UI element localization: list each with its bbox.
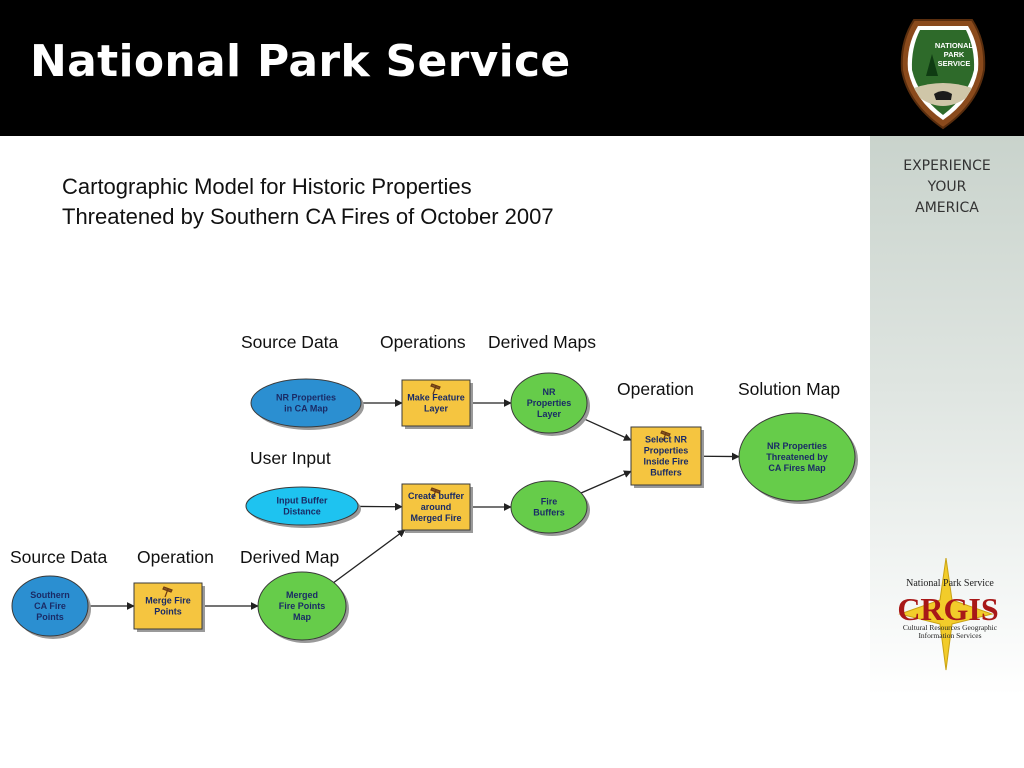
tagline-line-1: EXPERIENCE: [903, 158, 991, 174]
node-label-line: CA Fires Map: [768, 463, 826, 473]
label-operation-right: Operation: [617, 379, 694, 399]
node-label-line: NR: [543, 387, 556, 397]
label-derived-map-bottom: Derived Map: [240, 547, 340, 567]
node-shape-source: [11, 575, 89, 637]
node-shape-derived: [738, 412, 856, 502]
title-line-2: Threatened by Southern CA Fires of Octob…: [62, 204, 554, 229]
label-operations-top: Operations: [380, 332, 466, 352]
node-label-line: Inside Fire: [643, 457, 688, 467]
tool-hammer-icon: [430, 383, 441, 395]
crgis-logo-sub-1: Cultural Resources Geographic: [903, 623, 998, 632]
tool-hammer-icon: [430, 487, 441, 499]
node-shape-derived: [510, 372, 588, 434]
slide-title: Cartographic Model for Historic Properti…: [62, 172, 554, 232]
node-shape-source: [250, 378, 362, 428]
node-label-line: Points: [154, 607, 182, 617]
node-label-line: NR Properties: [276, 393, 336, 403]
crgis-logo: National Park Service CRGIS Cultural Res…: [897, 558, 999, 671]
node-label-line: Merged Fire: [410, 513, 461, 523]
crgis-logo-name: CRGIS: [897, 591, 998, 627]
brand-title: National Park Service: [30, 36, 571, 87]
node-label-line: Properties: [644, 446, 689, 456]
title-line-1: Cartographic Model for Historic Properti…: [62, 174, 472, 199]
edge-nr-properties-layer-to-select-nr-properties: [581, 417, 632, 441]
label-source-data-bottom: Source Data: [10, 547, 108, 567]
node-label-line: Southern: [30, 590, 70, 600]
crgis-logo-sub-2: Information Services: [918, 631, 981, 640]
node-label-line: NR Properties: [767, 441, 827, 451]
nps-arrowhead-logo: NATIONAL PARK SERVICE: [900, 19, 986, 130]
tagline-line-3: AMERICA: [915, 200, 979, 216]
node-label-line: around: [421, 502, 452, 512]
logo-text-national: NATIONAL: [935, 41, 974, 50]
node-label-line: Properties: [527, 398, 572, 408]
node-shape-derived: [510, 480, 588, 534]
tagline-line-2: YOUR: [927, 179, 967, 195]
logo-text-service: SERVICE: [938, 59, 971, 68]
crgis-logo-top: National Park Service: [906, 578, 994, 589]
node-label-line: Merged: [286, 590, 318, 600]
node-label-line: Fire Points: [279, 601, 326, 611]
node-label-line: CA Fire: [34, 601, 66, 611]
node-shape-derived: [257, 571, 347, 641]
node-shape-user_input: [245, 486, 359, 526]
edge-fire-buffers-to-select-nr-properties: [580, 470, 632, 494]
logo-text-park: PARK: [944, 50, 965, 59]
node-label-line: Buffers: [533, 508, 565, 518]
label-user-input: User Input: [250, 448, 331, 468]
label-operation-bottom: Operation: [137, 547, 214, 567]
node-label-line: Layer: [537, 409, 562, 419]
node-shape-operation: [630, 426, 702, 486]
label-solution-map: Solution Map: [738, 379, 841, 399]
node-label-line: Make Feature: [407, 393, 465, 403]
tool-hammer-icon: [162, 586, 173, 598]
node-label-line: Select NR: [645, 435, 688, 445]
node-label-line: Distance: [283, 507, 321, 517]
node-label-line: Buffers: [650, 468, 682, 478]
label-derived-maps-top: Derived Maps: [488, 332, 596, 352]
experience-your-america-tagline: EXPERIENCE YOUR AMERICA: [870, 156, 1024, 219]
edge-merged-fire-points-map-to-create-buffer: [333, 529, 406, 584]
node-label-line: Merge Fire: [145, 596, 191, 606]
node-label-line: Map: [293, 612, 312, 622]
tool-hammer-icon: [660, 430, 671, 442]
node-label-line: Threatened by: [766, 452, 828, 462]
node-label-line: Create buffer: [408, 491, 465, 501]
node-label-line: Input Buffer: [277, 496, 328, 506]
node-label-line: Fire: [541, 497, 558, 507]
node-label-line: Points: [36, 612, 64, 622]
node-label-line: Layer: [424, 404, 449, 414]
sidebar-panel: EXPERIENCE YOUR AMERICA: [870, 136, 1024, 696]
node-label-line: in CA Map: [284, 404, 328, 414]
header-bar: National Park Service: [0, 0, 1024, 136]
label-source-data-top: Source Data: [241, 332, 339, 352]
